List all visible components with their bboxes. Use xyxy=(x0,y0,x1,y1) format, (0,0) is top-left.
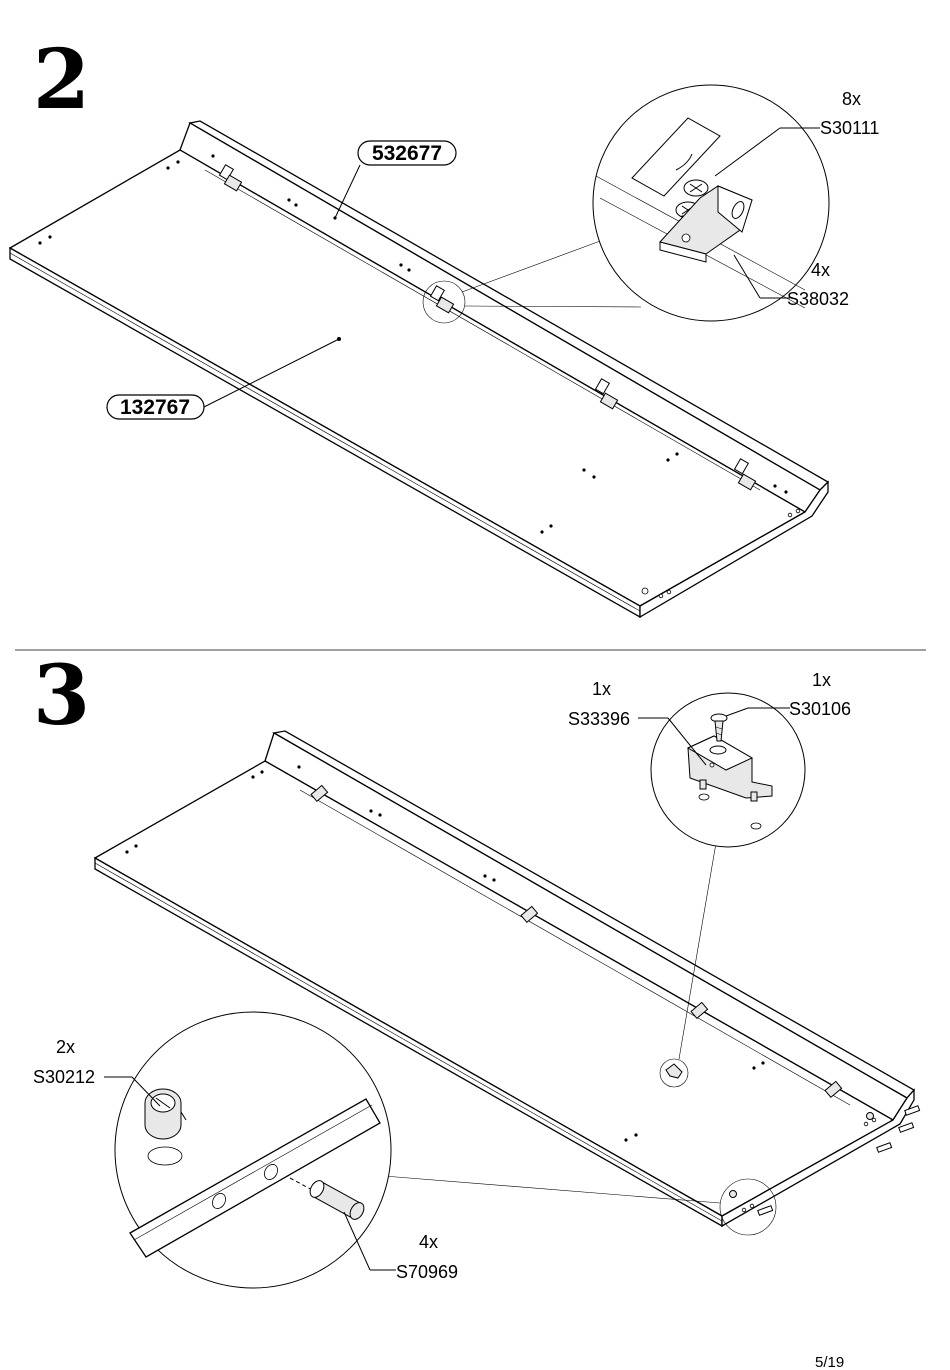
edge-panel xyxy=(129,1098,381,1258)
step-3-board-assembly xyxy=(93,730,921,1236)
callout-qty-s33396: 1x xyxy=(592,679,611,699)
part-label-532677: 532677 xyxy=(357,140,457,166)
step-2-zoom-marker xyxy=(422,280,466,324)
step-3-zoom-marker-top xyxy=(659,1058,689,1088)
clip-1 xyxy=(310,784,329,803)
bracket-1 xyxy=(218,164,243,192)
positioning-card xyxy=(631,117,721,197)
bracket-3 xyxy=(594,378,619,410)
step-2-number: 2 xyxy=(33,32,90,128)
callout-qty-s30111: 8x xyxy=(842,89,861,109)
callout-code-s30106: S30106 xyxy=(789,699,851,719)
stopper-bracket-icon xyxy=(686,735,773,802)
page-number: 5/19 xyxy=(815,1354,844,1370)
step-3-top-detail-circle xyxy=(638,692,806,848)
callout-qty-s38032: 4x xyxy=(811,260,830,280)
cam-lock-icon xyxy=(866,1112,874,1120)
clip-4 xyxy=(824,1080,843,1099)
step-2-detail-circle xyxy=(592,84,830,322)
callout-code-s70969: S70969 xyxy=(396,1262,458,1282)
step-3-number: 3 xyxy=(33,648,90,744)
callout-code-s30111: S30111 xyxy=(820,118,879,138)
drill-holes xyxy=(125,765,877,1213)
cam-lock-icon xyxy=(729,1190,737,1198)
dowel-icons xyxy=(757,1105,921,1216)
step-2-board-assembly xyxy=(8,120,830,619)
main-panel-right-edge xyxy=(721,1088,915,1228)
wooden-dowel-icon xyxy=(309,1180,365,1220)
step-3-edge-detail-circle xyxy=(104,1011,396,1289)
callout-code-s30212: S30212 xyxy=(33,1067,95,1087)
main-panel-right-edge xyxy=(639,480,829,619)
bracket-2 xyxy=(429,285,455,314)
callout-qty-s30106: 1x xyxy=(812,670,831,690)
part-label-132767: 132767 xyxy=(106,394,205,420)
screw-icon xyxy=(710,713,728,742)
callout-code-s33396: S33396 xyxy=(568,709,630,729)
callout-code-s38032: S38032 xyxy=(787,289,849,309)
drill-holes xyxy=(38,154,801,599)
bracket-4 xyxy=(733,458,757,491)
callout-qty-s70969: 4x xyxy=(419,1232,438,1252)
callout-qty-s30212: 2x xyxy=(56,1037,75,1057)
svg-text:532677: 532677 xyxy=(372,142,442,165)
clip-2 xyxy=(520,905,539,924)
clip-3 xyxy=(690,1001,709,1020)
step-3-zoom-marker-edge xyxy=(719,1178,777,1236)
svg-text:132767: 132767 xyxy=(120,396,190,419)
angle-bracket-icon xyxy=(659,185,753,263)
cam-lock-detail-icon xyxy=(144,1088,187,1140)
